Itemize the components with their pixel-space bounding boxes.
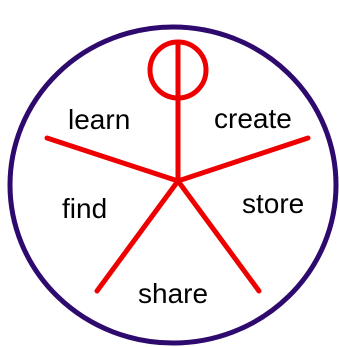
figure-left-leg — [97, 181, 178, 291]
label-create: create — [214, 103, 292, 134]
label-share: share — [138, 278, 208, 309]
figure-right-arm — [178, 138, 308, 181]
label-find: find — [62, 193, 107, 224]
label-learn: learn — [68, 104, 130, 135]
figure-left-arm — [47, 138, 178, 181]
label-store: store — [242, 188, 304, 219]
stick-figure — [47, 42, 308, 291]
